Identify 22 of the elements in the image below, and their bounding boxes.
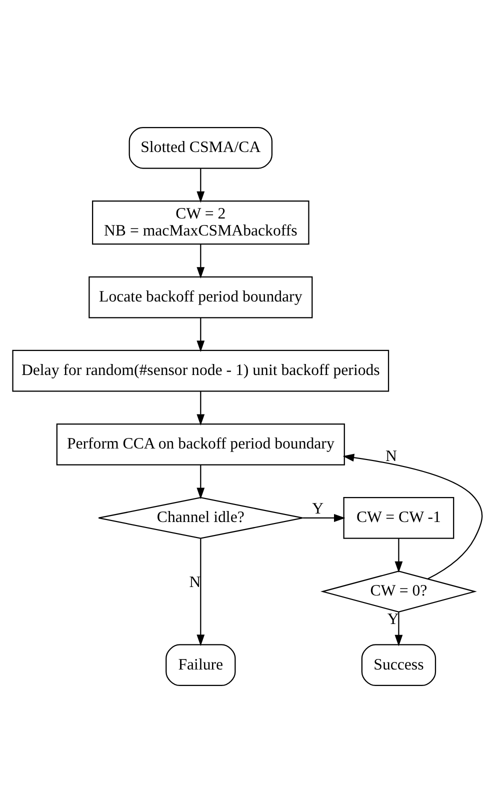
node-box: Delay for random(#sensor node - 1) unit backoff periods	[12, 349, 390, 392]
node-box: Locate backoff period boundary	[88, 276, 313, 318]
node-box: Slotted CSMA/CA	[128, 126, 273, 168]
node-box: Perform CCA on backoff period boundary	[56, 422, 345, 465]
arrow	[394, 538, 403, 572]
arrow	[196, 538, 205, 646]
node-box: CW = CW -1	[343, 496, 454, 538]
edge-label: N	[386, 447, 397, 464]
arrow	[196, 390, 205, 426]
arrow	[196, 168, 205, 202]
arrow	[196, 244, 205, 278]
arrow	[342, 453, 483, 579]
edge-label: Y	[312, 500, 324, 518]
node-box: Failure	[166, 644, 236, 686]
node-box: CW = 2 NB = macMaxCSMAbackoffs	[92, 200, 310, 244]
node-diamond: CW = 0?	[320, 570, 477, 612]
node-diamond: Channel idle?	[98, 496, 304, 538]
arrow	[196, 464, 205, 499]
arrow	[394, 612, 403, 646]
arrow	[302, 514, 346, 522]
node-box: Success	[361, 644, 436, 686]
arrow	[196, 317, 205, 352]
